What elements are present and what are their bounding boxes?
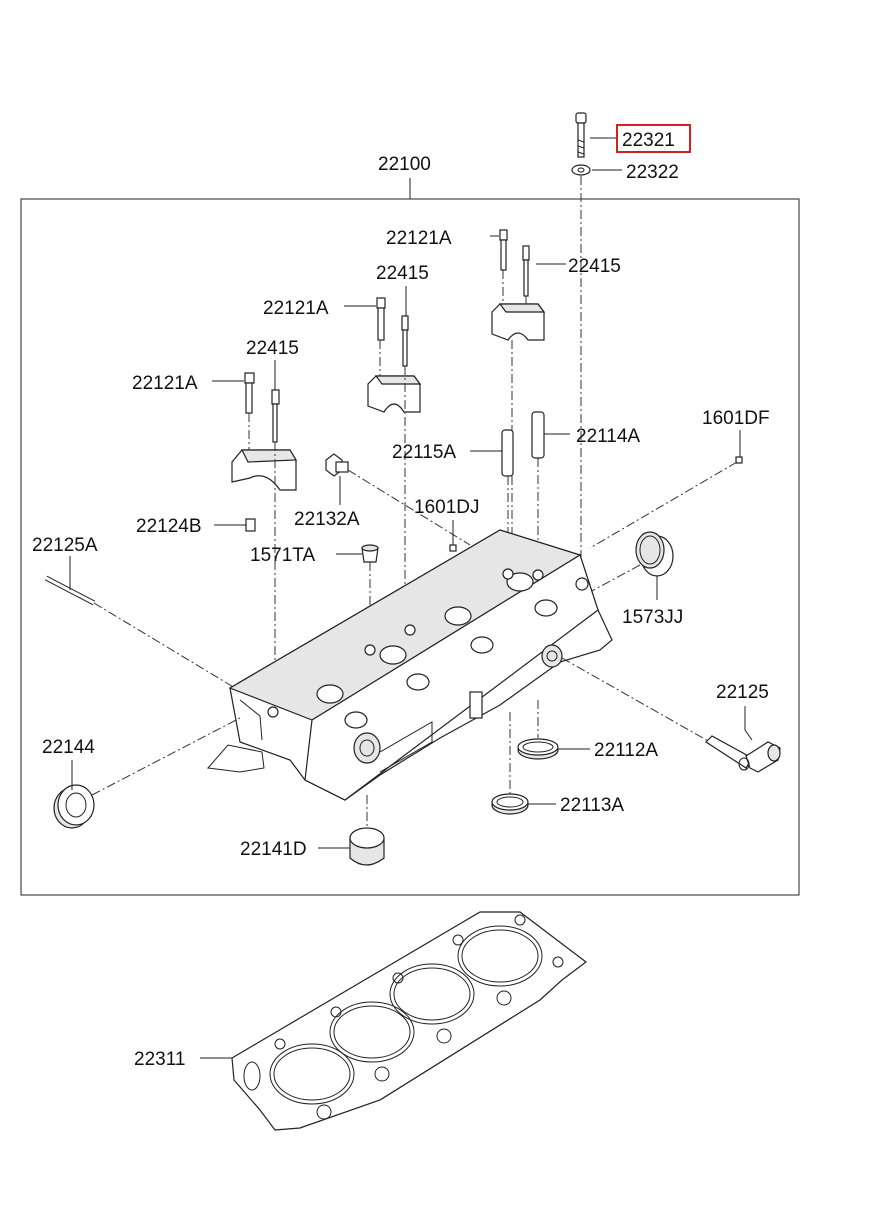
dowel-22124B[interactable] <box>245 518 256 532</box>
label-22144[interactable]: 22144 <box>42 737 95 758</box>
label-22322[interactable]: 22322 <box>626 162 679 183</box>
label-1573JJ[interactable]: 1573JJ <box>622 607 683 628</box>
label-22115A[interactable]: 22115A <box>392 442 456 463</box>
plug-22141D[interactable] <box>349 827 385 866</box>
head-gasket-22311[interactable] <box>231 911 587 1131</box>
plug-1601DJ[interactable] <box>449 544 457 552</box>
label-22112A[interactable]: 22112A <box>594 740 658 761</box>
ring-22113A[interactable] <box>491 793 529 815</box>
stud-22125A[interactable] <box>44 575 96 606</box>
label-22311[interactable]: 22311 <box>134 1049 185 1070</box>
label-22121A-front[interactable]: 22121A <box>132 373 198 394</box>
fitting-22125[interactable] <box>705 735 781 773</box>
bearing-cap-front[interactable] <box>231 372 298 491</box>
label-22125A[interactable]: 22125A <box>32 535 98 556</box>
label-22125[interactable]: 22125 <box>716 682 769 703</box>
bearing-cap-rear[interactable] <box>491 229 546 341</box>
label-22321[interactable]: 22321 <box>622 130 675 151</box>
label-1571TA[interactable]: 1571TA <box>250 545 315 566</box>
label-22415-front[interactable]: 22415 <box>246 338 299 359</box>
label-22113A[interactable]: 22113A <box>560 795 624 816</box>
highlight-box-22321 <box>616 124 691 153</box>
tube-22115A[interactable] <box>501 429 514 477</box>
seal-22144[interactable] <box>53 784 95 829</box>
label-22124B[interactable]: 22124B <box>136 516 202 537</box>
plug-22132A[interactable] <box>325 453 349 477</box>
ring-22112A[interactable] <box>517 738 559 760</box>
plug-1601DF[interactable] <box>735 456 743 464</box>
label-22121A-middle[interactable]: 22121A <box>263 298 329 319</box>
tube-22114A[interactable] <box>531 411 545 459</box>
assembly-frame <box>20 198 800 896</box>
bearing-cap-middle[interactable] <box>367 297 422 413</box>
washer-22322[interactable] <box>571 164 591 176</box>
bolt-22321[interactable] <box>575 112 587 158</box>
label-22415-rear[interactable]: 22415 <box>568 256 621 277</box>
label-22132A[interactable]: 22132A <box>294 509 360 530</box>
cylinder-head-22100[interactable] <box>207 529 613 801</box>
label-22415-middle[interactable]: 22415 <box>376 263 429 284</box>
label-22141D[interactable]: 22141D <box>240 839 307 860</box>
label-22100[interactable]: 22100 <box>378 154 431 175</box>
cap-1571TA[interactable] <box>361 544 379 563</box>
label-1601DF[interactable]: 1601DF <box>702 408 770 429</box>
label-1601DJ[interactable]: 1601DJ <box>414 497 480 518</box>
label-22121A-rear[interactable]: 22121A <box>386 228 452 249</box>
label-22114A[interactable]: 22114A <box>576 426 640 447</box>
plug-1573JJ[interactable] <box>635 531 674 577</box>
